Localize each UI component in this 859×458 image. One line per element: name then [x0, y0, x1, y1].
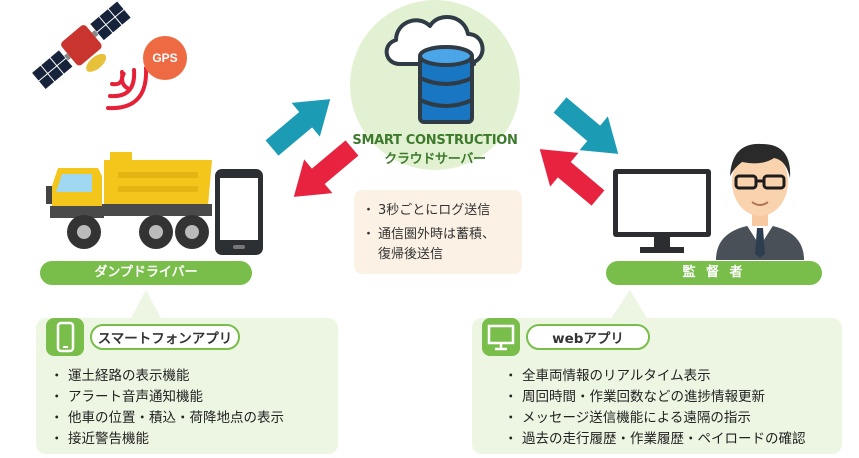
info-item-line2: 復帰後送信: [378, 247, 444, 262]
smartphone-icon: [215, 169, 263, 255]
info-item: 通信圏外時は蓄積、: [362, 225, 522, 245]
driver-app-panel: スマートフォンアプリ 運土経路の表示機能 アラート音声通知機能 他車の位置・積込…: [36, 318, 338, 454]
server-title-line2: クラウドサーバー: [384, 152, 486, 167]
list-item: 周回時間・作業回数などの進捗情報更新: [502, 387, 806, 408]
info-box: 3秒ごとにログ送信 通信圏外時は蓄積、 復帰後送信: [354, 190, 522, 274]
driver-label: ダンプドライバー: [40, 261, 252, 285]
dump-truck-icon: [46, 152, 212, 249]
signal-waves-icon: [106, 66, 149, 111]
info-item-line1: 通信圏外時は蓄積、: [378, 227, 496, 242]
satellite-icon: [30, 0, 133, 91]
driver-app-label: スマートフォンアプリ: [90, 324, 240, 350]
upload-arrow-left: [265, 99, 331, 156]
supervisor-app-label: webアプリ: [526, 324, 650, 350]
phone-glyph-icon: [56, 321, 75, 353]
download-arrow-left: [293, 140, 359, 197]
cloud-database-icon: [384, 15, 485, 124]
gps-badge: GPS: [143, 36, 187, 80]
list-item: 接近警告機能: [48, 429, 284, 450]
info-item: 3秒ごとにログ送信: [362, 201, 522, 221]
supervisor-feature-list: 全車両情報のリアルタイム表示 周回時間・作業回数などの進捗情報更新 メッセージ送…: [502, 366, 806, 450]
supervisor-app-panel: webアプリ 全車両情報のリアルタイム表示 周回時間・作業回数などの進捗情報更新…: [472, 318, 842, 454]
upload-arrow-right: [539, 149, 605, 206]
server-title-line1: SMART CONSTRUCTION: [352, 133, 518, 148]
supervisor-label: 監 督 者: [606, 261, 822, 285]
web-app-icon: [482, 318, 520, 356]
server-title: SMART CONSTRUCTION クラウドサーバー: [340, 131, 530, 169]
list-item: 過去の走行履歴・作業履歴・ペイロードの確認: [502, 429, 806, 450]
list-item: 運土経路の表示機能: [48, 366, 284, 387]
database-icon: [418, 45, 474, 124]
list-item: 全車両情報のリアルタイム表示: [502, 366, 806, 387]
driver-feature-list: 運土経路の表示機能 アラート音声通知機能 他車の位置・積込・荷降地点の表示 接近…: [48, 366, 284, 450]
download-arrow-right: [553, 97, 619, 154]
monitor-icon: [613, 169, 711, 253]
list-item: 他車の位置・積込・荷降地点の表示: [48, 408, 284, 429]
person-icon: [716, 143, 804, 260]
list-item: アラート音声通知機能: [48, 387, 284, 408]
smartphone-app-icon: [46, 318, 84, 356]
monitor-glyph-icon: [487, 324, 515, 351]
list-item: メッセージ送信機能による遠隔の指示: [502, 408, 806, 429]
